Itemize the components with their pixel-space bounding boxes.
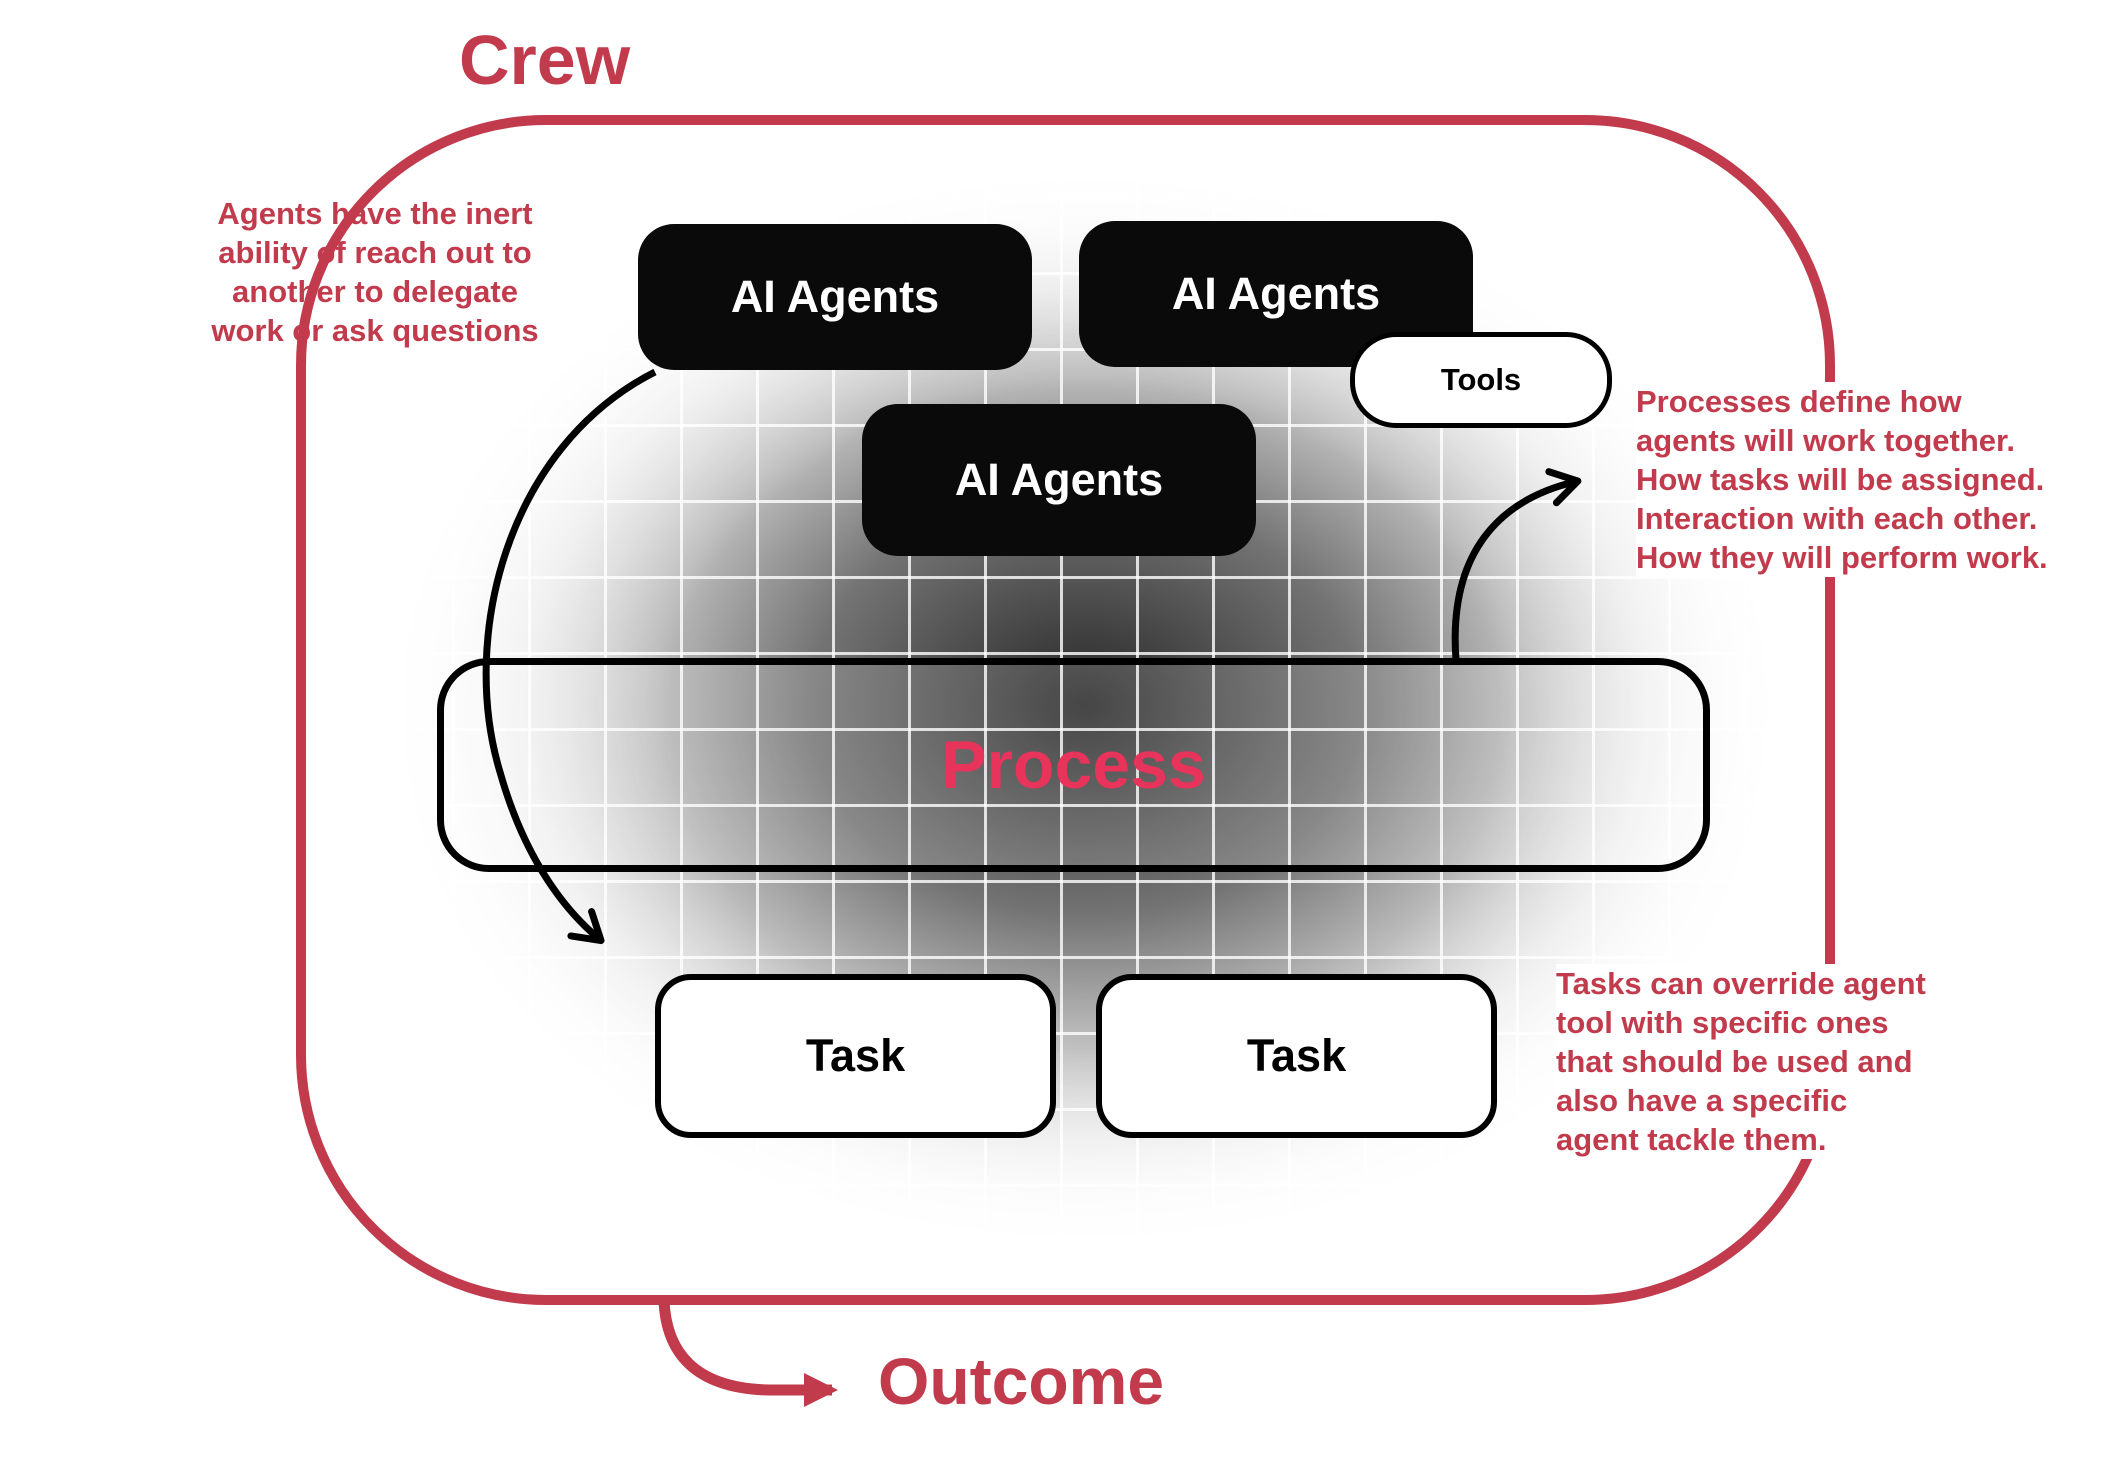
task-box-2: Task — [1096, 974, 1497, 1138]
annotation-delegation: Agents have the inert ability of reach o… — [211, 196, 539, 349]
tools-pill: Tools — [1350, 332, 1612, 428]
crew-boundary — [296, 115, 1835, 1305]
outcome-label: Outcome — [878, 1344, 1165, 1418]
process-bar: Process — [437, 658, 1710, 872]
crew-label: Crew — [459, 21, 631, 99]
ai-agents-box-2: AI Agents — [1079, 221, 1473, 367]
ai-agents-box-3: AI Agents — [862, 404, 1256, 556]
ai-agents-box-1: AI Agents — [638, 224, 1032, 370]
annotation-processes: Processes define how agents will work to… — [1636, 382, 2128, 578]
annotation-tasks: Tasks can override agent tool with speci… — [1556, 964, 2026, 1160]
task-box-1: Task — [655, 974, 1056, 1138]
